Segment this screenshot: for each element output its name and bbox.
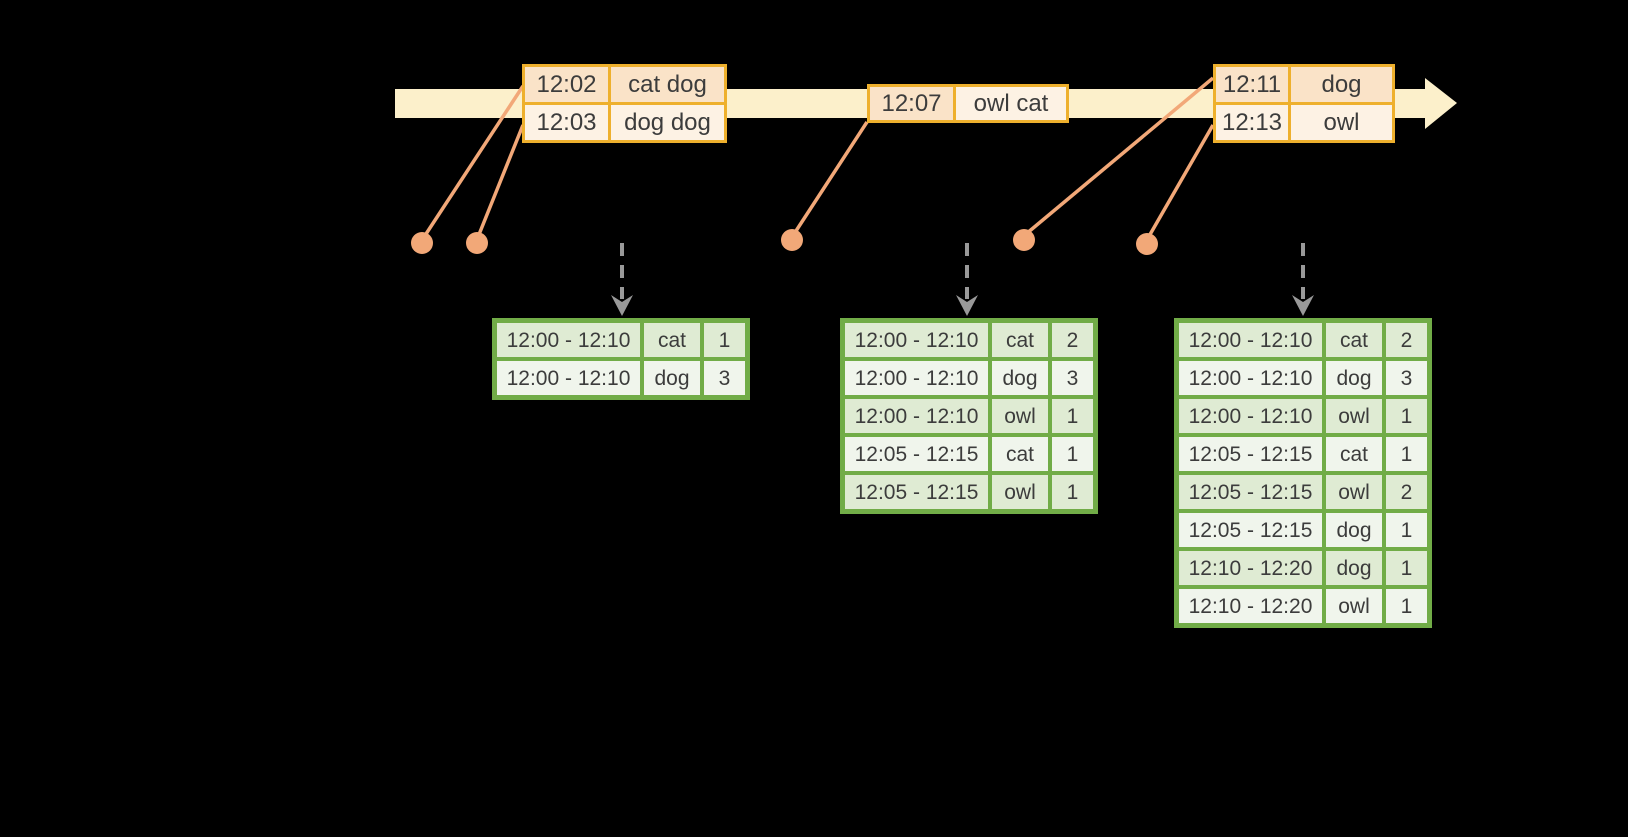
count-cell: 1 — [1386, 551, 1427, 585]
result-row: 12:00 - 12:10 dog 3 — [1179, 361, 1427, 395]
result-row: 12:05 - 12:15 owl 1 — [845, 475, 1093, 509]
window-cell: 12:10 - 12:20 — [1179, 589, 1322, 623]
event-time-cell: 12:02 — [525, 67, 608, 102]
event-row: 12:07 owl cat — [870, 87, 1066, 120]
window-cell: 12:00 - 12:10 — [497, 361, 640, 395]
event-words-cell: dog dog — [611, 105, 724, 140]
count-cell: 3 — [1052, 361, 1093, 395]
event-row: 12:02 cat dog — [525, 67, 724, 102]
result-row: 12:05 - 12:15 cat 1 — [845, 437, 1093, 471]
window-cell: 12:10 - 12:20 — [1179, 551, 1322, 585]
count-cell: 1 — [1052, 437, 1093, 471]
result-row: 12:00 - 12:10 cat 2 — [845, 323, 1093, 357]
count-cell: 1 — [1386, 589, 1427, 623]
result-table-1: 12:00 - 12:10 cat 1 12:00 - 12:10 dog 3 — [492, 318, 750, 400]
event-words-cell: cat dog — [611, 67, 724, 102]
event-words-cell: owl — [1291, 105, 1392, 140]
word-cell: owl — [992, 399, 1048, 433]
window-cell: 12:05 - 12:15 — [1179, 437, 1322, 471]
event-time-dot — [781, 229, 803, 251]
word-cell: dog — [1326, 513, 1382, 547]
window-cell: 12:05 - 12:15 — [1179, 513, 1322, 547]
word-cell: cat — [644, 323, 700, 357]
event-connector-line — [1146, 124, 1215, 239]
window-cell: 12:05 - 12:15 — [845, 475, 988, 509]
result-row: 12:00 - 12:10 owl 1 — [1179, 399, 1427, 433]
trigger-arrowhead — [611, 295, 633, 316]
count-cell: 1 — [1052, 399, 1093, 433]
word-cell: owl — [1326, 399, 1382, 433]
count-cell: 3 — [704, 361, 745, 395]
trigger-arrowhead — [956, 295, 978, 316]
window-cell: 12:00 - 12:10 — [845, 361, 988, 395]
window-cell: 12:00 - 12:10 — [845, 399, 988, 433]
result-row: 12:05 - 12:15 cat 1 — [1179, 437, 1427, 471]
result-row: 12:10 - 12:20 dog 1 — [1179, 551, 1427, 585]
timeline-arrowhead — [1425, 78, 1457, 129]
word-cell: owl — [1326, 475, 1382, 509]
result-row: 12:00 - 12:10 cat 1 — [497, 323, 745, 357]
event-time-cell: 12:11 — [1216, 67, 1288, 102]
result-row: 12:00 - 12:10 owl 1 — [845, 399, 1093, 433]
event-table-2: 12:07 owl cat — [867, 84, 1069, 123]
event-words-cell: owl cat — [956, 87, 1066, 120]
word-cell: cat — [992, 323, 1048, 357]
trigger-arrow — [1292, 243, 1314, 316]
window-cell: 12:00 - 12:10 — [1179, 323, 1322, 357]
event-time-dot — [1136, 233, 1158, 255]
word-cell: owl — [1326, 589, 1382, 623]
word-cell: cat — [1326, 323, 1382, 357]
result-row: 12:00 - 12:10 dog 3 — [845, 361, 1093, 395]
word-cell: cat — [992, 437, 1048, 471]
event-connector-line — [1024, 76, 1215, 236]
word-cell: cat — [1326, 437, 1382, 471]
count-cell: 3 — [1386, 361, 1427, 395]
event-connector-line — [476, 124, 525, 238]
event-time-dot — [466, 232, 488, 254]
window-cell: 12:00 - 12:10 — [845, 323, 988, 357]
event-row: 12:13 owl — [1216, 105, 1392, 140]
word-cell: dog — [1326, 551, 1382, 585]
word-cell: dog — [1326, 361, 1382, 395]
result-table-3: 12:00 - 12:10 cat 2 12:00 - 12:10 dog 3 … — [1174, 318, 1432, 628]
event-row: 12:11 dog — [1216, 67, 1392, 102]
word-cell: dog — [644, 361, 700, 395]
result-row: 12:05 - 12:15 owl 2 — [1179, 475, 1427, 509]
window-cell: 12:00 - 12:10 — [497, 323, 640, 357]
count-cell: 1 — [1386, 437, 1427, 471]
event-time-cell: 12:03 — [525, 105, 608, 140]
result-row: 12:00 - 12:10 cat 2 — [1179, 323, 1427, 357]
word-cell: dog — [992, 361, 1048, 395]
count-cell: 1 — [1386, 513, 1427, 547]
trigger-arrow — [956, 243, 978, 316]
event-table-1: 12:02 cat dog 12:03 dog dog — [522, 64, 727, 143]
window-cell: 12:00 - 12:10 — [1179, 399, 1322, 433]
window-cell: 12:05 - 12:15 — [1179, 475, 1322, 509]
trigger-arrow — [611, 243, 633, 316]
word-cell: owl — [992, 475, 1048, 509]
result-row: 12:10 - 12:20 owl 1 — [1179, 589, 1427, 623]
count-cell: 2 — [1052, 323, 1093, 357]
count-cell: 1 — [1386, 399, 1427, 433]
trigger-arrowhead — [1292, 295, 1314, 316]
count-cell: 2 — [1386, 475, 1427, 509]
event-row: 12:03 dog dog — [525, 105, 724, 140]
window-cell: 12:05 - 12:15 — [845, 437, 988, 471]
event-table-3: 12:11 dog 12:13 owl — [1213, 64, 1395, 143]
event-time-cell: 12:13 — [1216, 105, 1288, 140]
result-row: 12:00 - 12:10 dog 3 — [497, 361, 745, 395]
result-row: 12:05 - 12:15 dog 1 — [1179, 513, 1427, 547]
event-time-dot — [411, 232, 433, 254]
event-connector-line — [792, 121, 869, 235]
count-cell: 1 — [1052, 475, 1093, 509]
event-time-dot — [1013, 229, 1035, 251]
window-cell: 12:00 - 12:10 — [1179, 361, 1322, 395]
count-cell: 1 — [704, 323, 745, 357]
event-words-cell: dog — [1291, 67, 1392, 102]
result-table-2: 12:00 - 12:10 cat 2 12:00 - 12:10 dog 3 … — [840, 318, 1098, 514]
count-cell: 2 — [1386, 323, 1427, 357]
event-connector-line — [422, 85, 525, 238]
event-time-cell: 12:07 — [870, 87, 953, 120]
